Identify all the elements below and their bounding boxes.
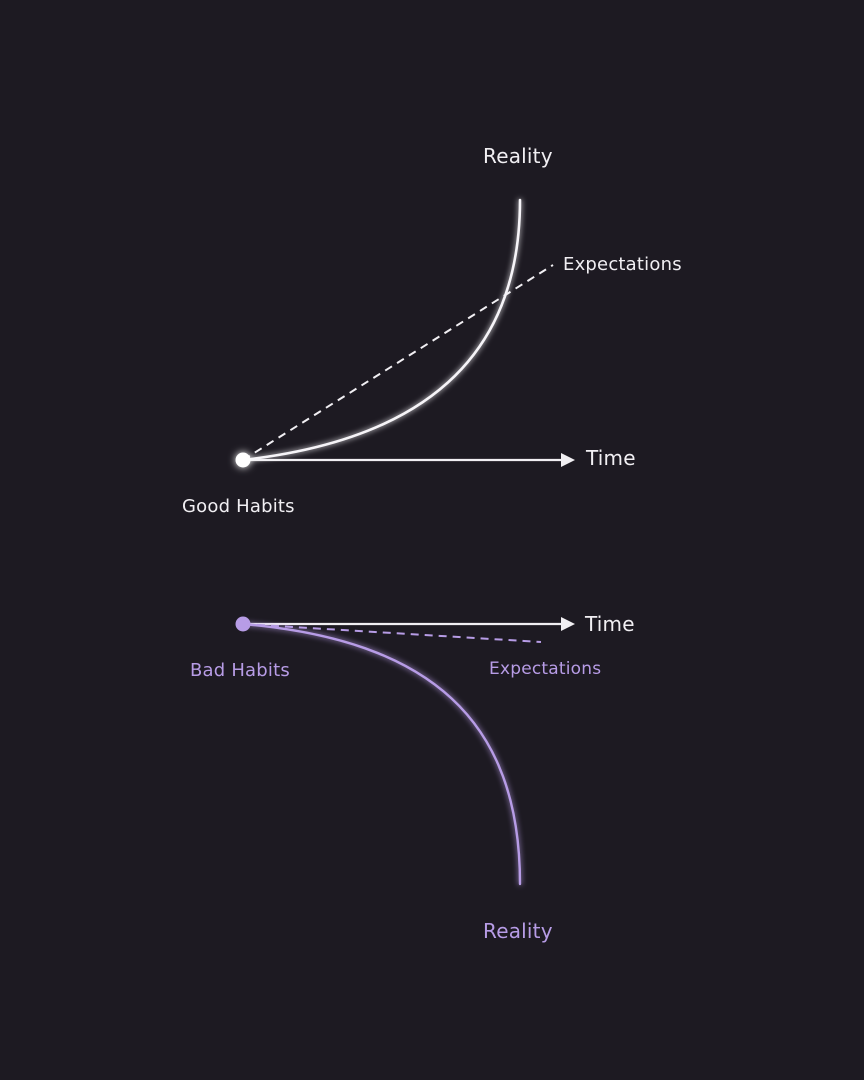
good-reality-curve [241,198,522,462]
bad-time-label: Time [585,612,635,636]
bad-reality-curve [241,622,522,886]
good-time-arrowhead [561,453,575,467]
bad-habits-label: Bad Habits [190,660,290,681]
bad-expectations-label: Expectations [489,659,602,679]
bad-habits-diagram [235,616,575,886]
bad-time-arrowhead [561,617,575,631]
good-time-label: Time [586,446,636,470]
good-reality-label: Reality [483,144,553,168]
bad-reality-label: Reality [483,919,553,943]
good-start-dot [235,452,251,468]
good-expectations-label: Expectations [563,254,682,275]
good-habits-diagram [235,198,575,468]
good-habits-label: Good Habits [182,496,295,517]
bad-expectations-line [242,623,542,643]
bad-start-dot [235,616,251,632]
good-expectations-line [242,264,554,461]
